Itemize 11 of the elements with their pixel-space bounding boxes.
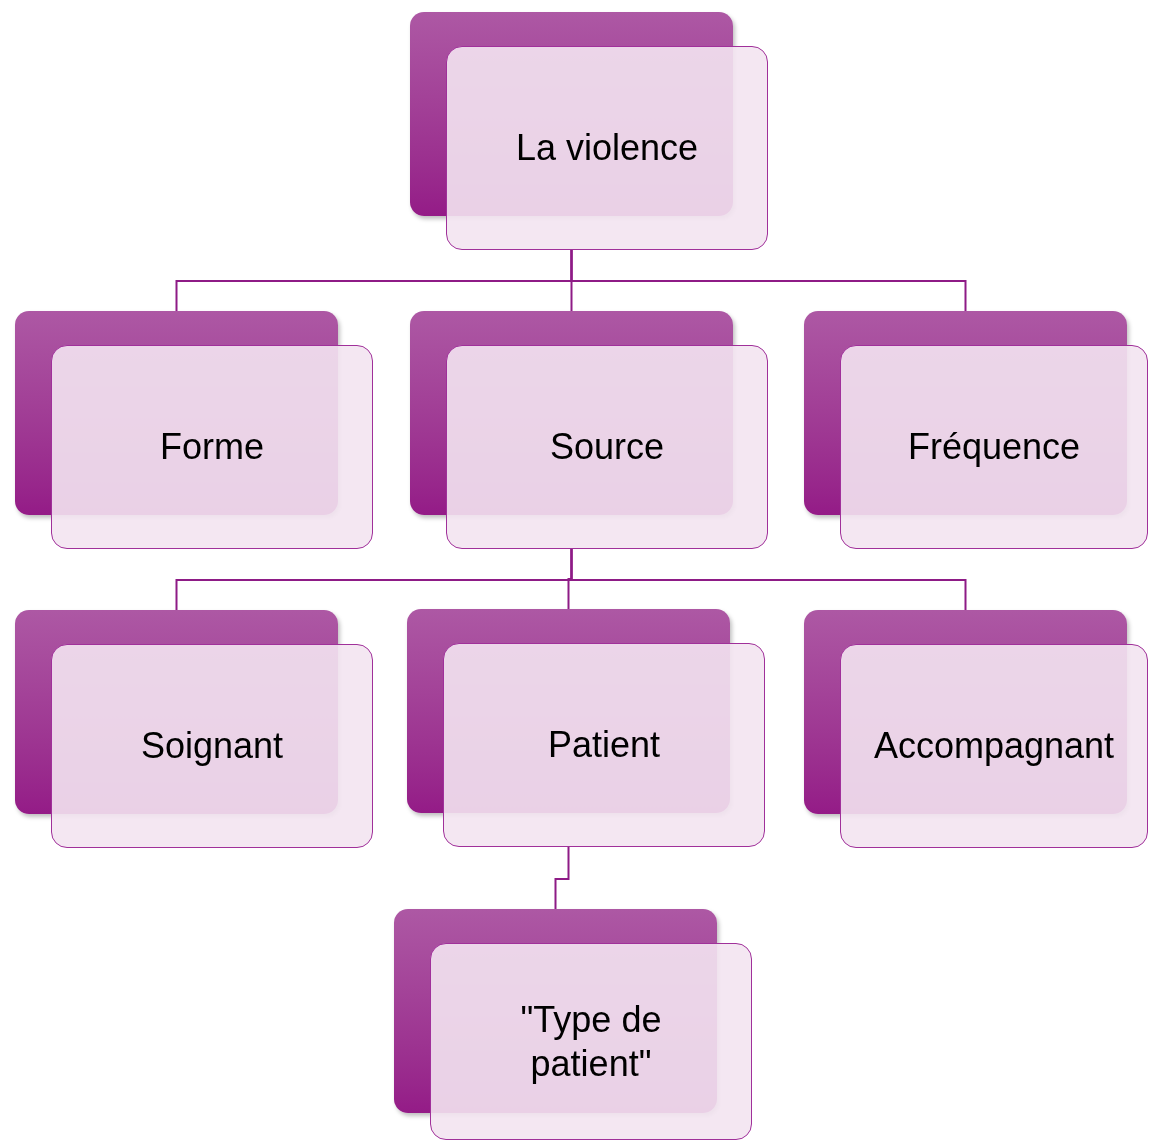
node-label: "Type de patient" <box>519 998 663 1085</box>
connector-line <box>570 548 967 611</box>
node-label: La violence <box>515 126 699 170</box>
connector-line <box>570 249 967 312</box>
node-label: Accompagnant <box>873 724 1115 768</box>
node-label: Soignant <box>140 724 284 768</box>
connector-line <box>554 846 570 910</box>
node-label: Source <box>549 425 665 469</box>
node-label: Fréquence <box>907 425 1081 469</box>
node-label: Patient <box>547 723 661 767</box>
node-label: Forme <box>160 425 264 469</box>
